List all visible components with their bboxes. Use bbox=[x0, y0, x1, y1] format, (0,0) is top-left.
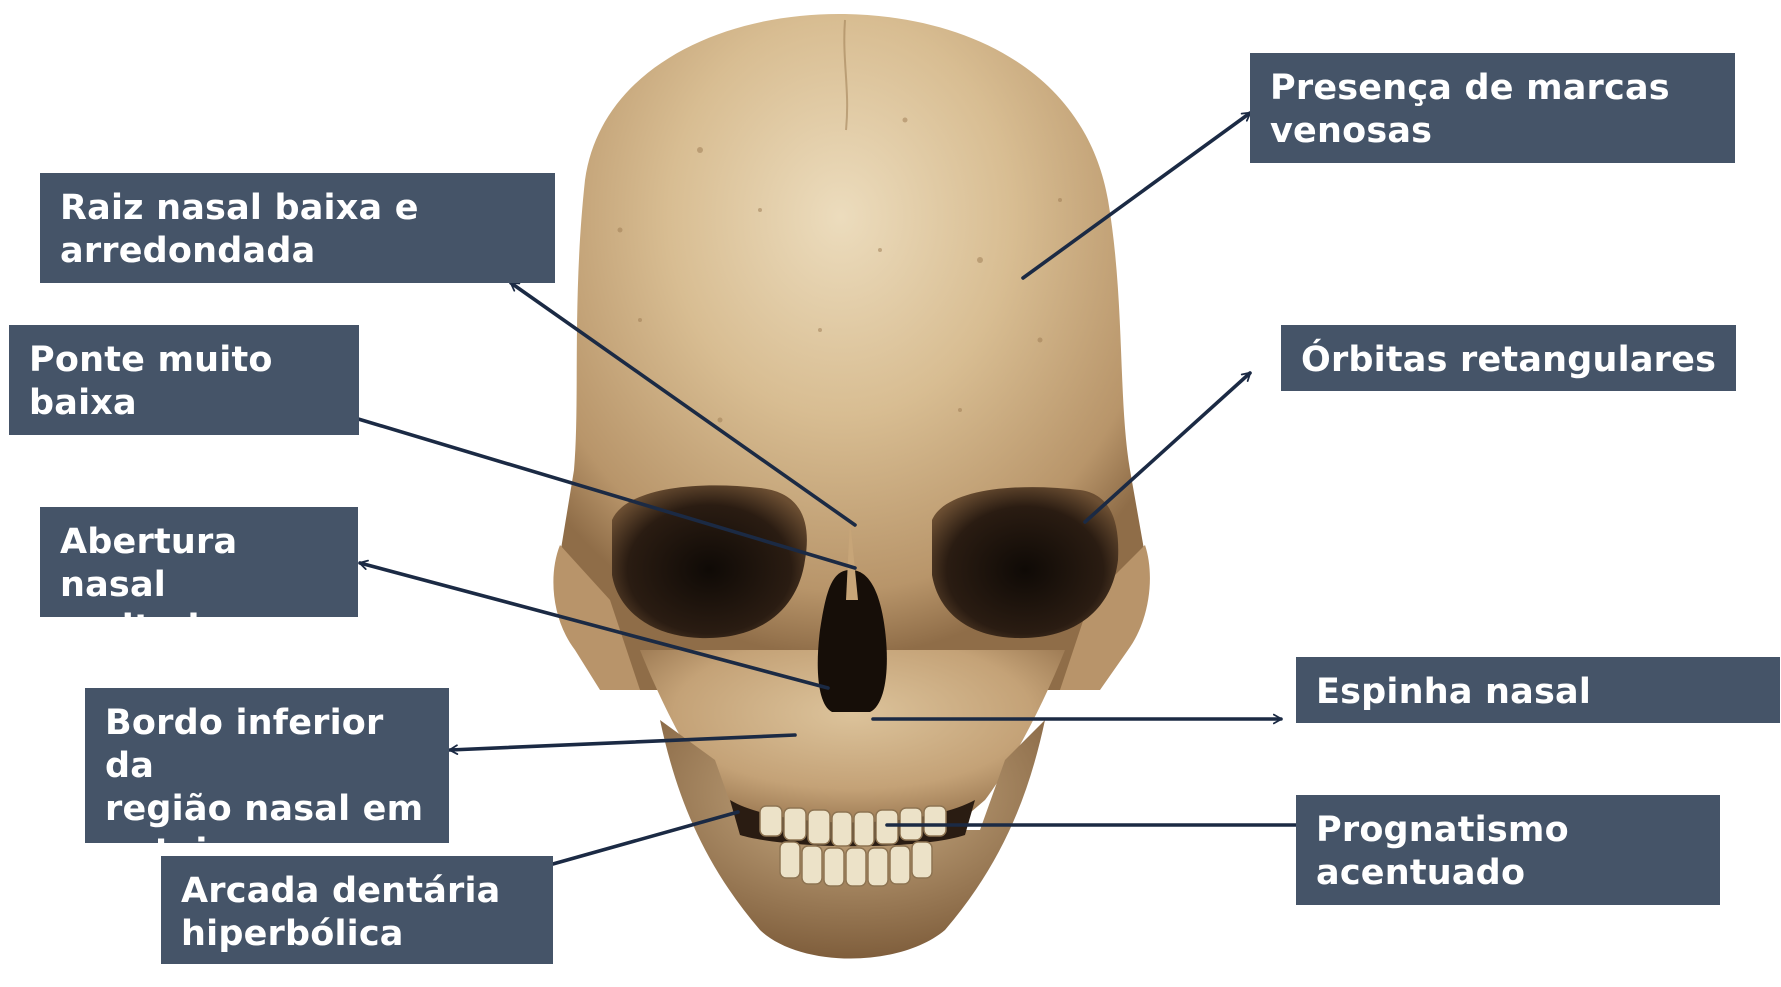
label-prognatismo: Prognatismo acentuado bbox=[1296, 795, 1720, 905]
label-bordo: Bordo inferior da região nasal em goteir… bbox=[85, 688, 449, 843]
label-espinha: Espinha nasal pequena bbox=[1296, 657, 1780, 723]
label-orbitas: Órbitas retangulares bbox=[1281, 325, 1736, 391]
label-marcas: Presença de marcas venosas bbox=[1250, 53, 1735, 163]
label-arcada: Arcada dentária hiperbólica bbox=[161, 856, 553, 964]
label-raiz-nasal-text: Raiz nasal baixa e arredondada bbox=[60, 187, 537, 273]
label-marcas-text: Presença de marcas venosas bbox=[1270, 67, 1717, 153]
label-arcada-text: Arcada dentária hiperbólica bbox=[181, 870, 535, 956]
label-orbitas-text: Órbitas retangulares bbox=[1301, 339, 1718, 382]
label-raiz-nasal: Raiz nasal baixa e arredondada bbox=[40, 173, 555, 283]
label-prognatismo-text: Prognatismo acentuado bbox=[1316, 809, 1702, 895]
label-ponte-text: Ponte muito baixa bbox=[29, 339, 341, 425]
label-espinha-text: Espinha nasal pequena bbox=[1316, 671, 1762, 757]
label-abertura: Abertura nasal muito larga bbox=[40, 507, 358, 617]
label-ponte: Ponte muito baixa bbox=[9, 325, 359, 435]
label-abertura-text: Abertura nasal muito larga bbox=[60, 521, 340, 650]
label-bordo-text: Bordo inferior da região nasal em goteir… bbox=[105, 702, 431, 874]
